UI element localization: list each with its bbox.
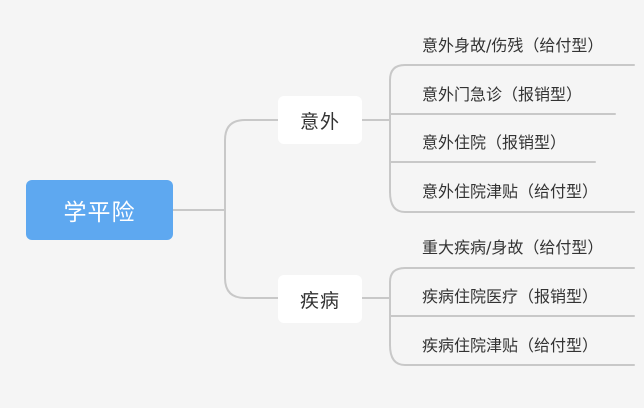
leaf-node-disease-3[interactable]: 疾病住院津贴（给付型）	[422, 336, 599, 355]
connector-disease-leaf-3	[389, 344, 635, 366]
root-node[interactable]: 学平险	[26, 180, 173, 240]
connector-trunk-vertical	[224, 119, 279, 299]
branch-node-disease-label: 疾病	[299, 289, 340, 312]
leaf-node-disease-2[interactable]: 疾病住院医疗（报销型）	[422, 287, 599, 306]
leaf-node-accident-4[interactable]: 意外住院津贴（给付型）	[422, 182, 599, 201]
connector-disease-leaf-1	[389, 267, 635, 283]
leaf-node-disease-1[interactable]: 重大疾病/身故（给付型）	[422, 238, 604, 257]
leaf-node-accident-2[interactable]: 意外门急诊（报销型）	[422, 85, 583, 104]
root-node-label: 学平险	[63, 200, 136, 226]
leaf-node-accident-3[interactable]: 意外住院（报销型）	[422, 133, 567, 152]
branch-node-accident[interactable]: 意外	[278, 96, 362, 144]
connector-accident-leaf-1	[389, 64, 635, 81]
branch-node-accident-label: 意外	[299, 110, 340, 133]
leaf-node-accident-1[interactable]: 意外身故/伤残（给付型）	[422, 36, 604, 55]
connector-accident-leaf-4	[389, 191, 635, 213]
branch-node-disease[interactable]: 疾病	[278, 275, 362, 323]
